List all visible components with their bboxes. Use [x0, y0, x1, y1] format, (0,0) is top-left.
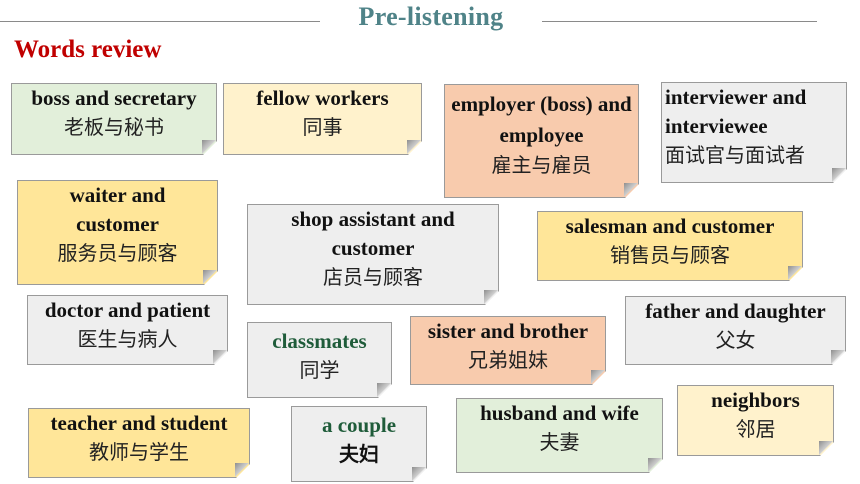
card-english: employer (boss) and employee: [451, 92, 632, 147]
page-title: Pre-listening: [358, 2, 504, 31]
page-curl-icon: [235, 463, 249, 477]
word-card-waiter-customer: waiter and customer 服务员与顾客: [17, 180, 218, 285]
card-english: classmates: [272, 329, 367, 353]
page-curl-icon: [788, 266, 802, 280]
page-curl-icon: [412, 467, 426, 481]
card-english: boss and secretary: [31, 86, 197, 110]
word-card-husband-wife: husband and wife 夫妻: [456, 398, 663, 473]
card-chinese: 同学: [299, 358, 340, 382]
card-english: fellow workers: [256, 86, 389, 110]
card-chinese: 医生与病人: [77, 327, 178, 351]
page-curl-icon: [484, 290, 498, 304]
word-card-sister-brother: sister and brother 兄弟姐妹: [410, 316, 606, 385]
page-curl-icon: [377, 383, 391, 397]
word-card-fellow-workers: fellow workers 同事: [223, 83, 422, 155]
header-line-left: [0, 21, 320, 22]
page-curl-icon: [831, 350, 845, 364]
word-card-employer-employee: employer (boss) and employee 雇主与雇员: [444, 84, 639, 198]
word-card-doctor-patient: doctor and patient 医生与病人: [27, 295, 228, 365]
card-chinese: 服务员与顾客: [57, 241, 178, 265]
word-card-shop-assistant-customer: shop assistant and customer 店员与顾客: [247, 204, 499, 305]
card-chinese: 教师与学生: [89, 440, 189, 464]
card-chinese: 面试官与面试者: [665, 143, 805, 167]
page-curl-icon: [213, 350, 227, 364]
word-card-boss-secretary: boss and secretary 老板与秘书: [11, 83, 217, 155]
page-curl-icon: [591, 370, 605, 384]
page-curl-icon: [203, 270, 217, 284]
word-card-salesman-customer: salesman and customer 销售员与顾客: [537, 211, 803, 281]
header-line-right: [542, 21, 817, 22]
section-title: Words review: [14, 36, 162, 63]
card-chinese: 店员与顾客: [323, 265, 423, 289]
page-curl-icon: [648, 458, 662, 472]
card-english: salesman and customer: [565, 214, 775, 238]
word-card-classmates: classmates 同学: [247, 322, 392, 398]
card-english: neighbors: [711, 388, 800, 412]
page-curl-icon: [202, 140, 216, 154]
card-chinese: 夫妻: [539, 430, 580, 454]
word-card-a-couple: a couple 夫妇: [291, 406, 427, 482]
card-english: interviewer and interviewee: [665, 85, 807, 138]
card-english: sister and brother: [427, 319, 589, 343]
word-card-neighbors: neighbors 邻居: [677, 385, 834, 456]
card-chinese: 雇主与雇员: [491, 153, 592, 177]
card-chinese: 父女: [715, 328, 756, 352]
card-chinese: 老板与秘书: [64, 115, 164, 139]
card-english: a couple: [321, 413, 397, 437]
word-card-teacher-student: teacher and student 教师与学生: [28, 408, 250, 478]
card-english: shop assistant and customer: [291, 207, 455, 260]
word-card-interviewer-interviewee: interviewer and interviewee 面试官与面试者: [661, 82, 847, 183]
card-english: waiter and customer: [69, 183, 166, 236]
page-curl-icon: [407, 140, 421, 154]
word-card-father-daughter: father and daughter 父女: [625, 296, 846, 365]
card-chinese: 同事: [302, 115, 343, 139]
page-curl-icon: [832, 168, 846, 182]
card-chinese: 夫妇: [339, 442, 379, 466]
card-english: teacher and student: [50, 411, 228, 435]
card-english: doctor and patient: [44, 298, 211, 322]
card-chinese: 邻居: [735, 417, 776, 441]
card-chinese: 兄弟姐妹: [468, 348, 548, 372]
card-english: husband and wife: [480, 401, 639, 425]
page-curl-icon: [819, 441, 833, 455]
card-chinese: 销售员与顾客: [610, 243, 730, 267]
page-curl-icon: [624, 183, 638, 197]
card-english: father and daughter: [645, 299, 826, 323]
